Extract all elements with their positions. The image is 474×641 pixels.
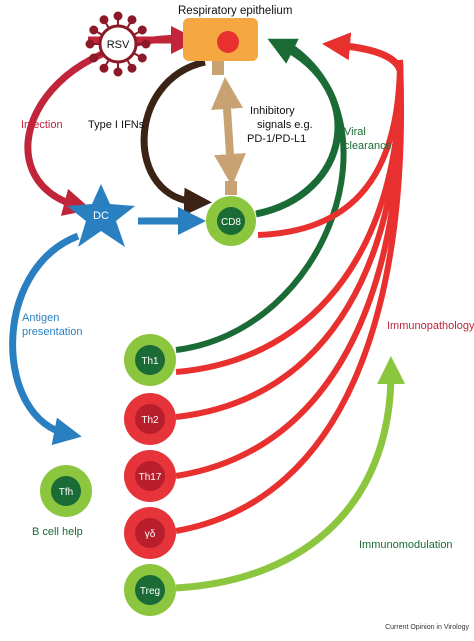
dc-label: DC xyxy=(93,210,109,222)
rsv-spike-tip xyxy=(127,63,137,73)
treg-nucleus xyxy=(135,575,165,605)
th2-label: Th2 xyxy=(141,415,159,426)
tfh-nucleus xyxy=(51,476,81,506)
gd-nucleus xyxy=(135,518,165,548)
rsv-spike-tip xyxy=(113,67,123,77)
th1-nucleus xyxy=(135,345,165,375)
infection-label: Infection xyxy=(21,119,63,131)
pd-l1-receptor xyxy=(212,61,224,75)
rsv-label: RSV xyxy=(107,39,130,51)
b-cell-help-label: B cell help xyxy=(32,526,83,538)
treg-label: Treg xyxy=(140,586,160,597)
rsv-spike-tip xyxy=(137,53,147,63)
immunomodulation-label: Immunomodulation xyxy=(359,539,453,551)
rsv-spike-tip xyxy=(99,15,109,25)
immunopathology-arrow-gd xyxy=(175,59,405,534)
viral-clearance-arrow-th1 xyxy=(175,43,347,353)
viral-clearance-label-line2: clearance xyxy=(344,140,392,152)
dendritic-cell xyxy=(67,184,135,247)
inhibitory-label-line1: Inhibitory xyxy=(250,105,295,117)
th17-label: Th17 xyxy=(139,472,162,483)
th2-nucleus xyxy=(135,404,165,434)
type1-ifn-arrow xyxy=(140,58,212,216)
immunomodulation-arrow xyxy=(175,356,406,592)
viral-clearance-label-line1: Viral xyxy=(344,126,366,138)
inhibitory-label-line2: signals e.g. xyxy=(257,119,313,131)
pd-1-receptor xyxy=(225,181,237,195)
epithelium-label: Respiratory epithelium xyxy=(178,5,292,17)
th17-nucleus xyxy=(135,461,165,491)
cd8-nucleus xyxy=(217,207,245,235)
type1-ifns-label: Type I IFNs xyxy=(88,119,145,131)
rsv-spike-tip xyxy=(89,53,99,63)
tfh-label: Tfh xyxy=(59,487,73,498)
antigen-presentation-arrow xyxy=(9,232,82,446)
immunopathology-arrowhead xyxy=(322,32,404,72)
rsv-virus-icon xyxy=(85,11,151,77)
inhibitory-signal-arrow xyxy=(211,77,246,186)
rsv-spike-tip xyxy=(127,15,137,25)
rsv-spike-tip xyxy=(137,25,147,35)
credit-label: Current Opinion in Virology xyxy=(385,624,469,631)
rsv-spike-tip xyxy=(141,39,151,49)
rsv-spike-tip xyxy=(113,11,123,21)
rsv-spike-tip xyxy=(99,63,109,73)
inhibitory-label-line3: PD-1/PD-L1 xyxy=(247,133,306,145)
immunopathology-label: Immunopathology xyxy=(387,320,474,332)
rsv-spike-tip xyxy=(89,25,99,35)
rsv-spike-tip xyxy=(85,39,95,49)
th1-label: Th1 xyxy=(141,356,159,367)
gd-label: γδ xyxy=(145,529,156,540)
antigen-label-line2: presentation xyxy=(22,326,83,338)
antigen-label-line1: Antigen xyxy=(22,312,59,324)
epithelium-nucleus xyxy=(217,31,239,53)
cd8-label: CD8 xyxy=(221,217,241,228)
